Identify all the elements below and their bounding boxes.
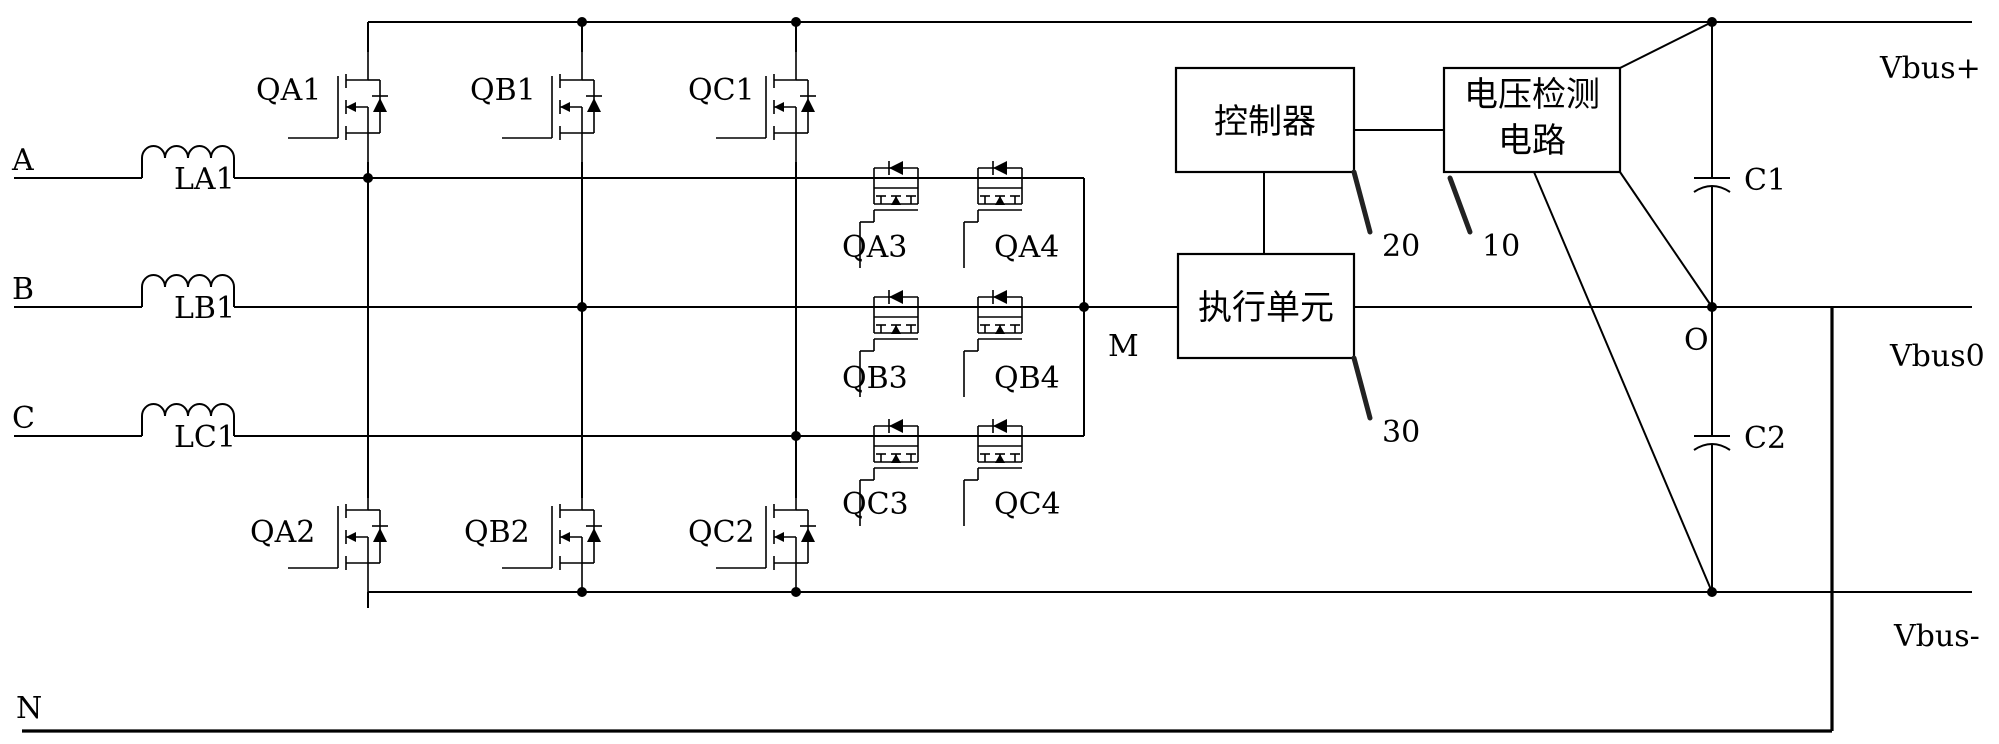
label-qa4: QA4 [994, 230, 1059, 265]
label-qa1: QA1 [256, 73, 321, 108]
label-ref-30: 30 [1382, 415, 1420, 450]
reference-leaders [1351, 169, 1473, 421]
label-qc3: QC3 [842, 487, 909, 522]
control-wiring [1263, 21, 1713, 593]
label-qb4: QB4 [994, 361, 1060, 396]
label-qc4: QC4 [994, 487, 1061, 522]
junction-dots [363, 17, 1717, 597]
executor-block: 执行单元 [1176, 252, 1356, 360]
label-node-o: O [1684, 323, 1709, 358]
label-phase-c: C [12, 401, 35, 436]
controller-label: 控制器 [1214, 102, 1316, 142]
label-phase-a: A [11, 143, 34, 178]
label-c2: C2 [1744, 421, 1786, 456]
label-lb1: LB1 [174, 291, 235, 326]
label-qb1: QB1 [470, 73, 536, 108]
label-vbus-plus: Vbus+ [1879, 51, 1981, 86]
label-la1: LA1 [174, 162, 235, 197]
executor-label: 执行单元 [1198, 288, 1334, 328]
label-node-m: M [1108, 329, 1139, 364]
bus-rails [22, 21, 1972, 733]
bridge-legs [367, 22, 797, 608]
label-ref-10: 10 [1482, 229, 1520, 264]
ac-inputs [14, 145, 1178, 437]
label-lc1: LC1 [174, 420, 236, 455]
voltage-detect-block: 电压检测 电路 [1442, 66, 1622, 174]
label-vbus-minus: Vbus- [1893, 619, 1980, 654]
detector-label-line1: 电压检测 [1464, 75, 1600, 115]
label-phase-b: B [12, 272, 34, 307]
label-qb2: QB2 [464, 515, 530, 550]
label-ref-20: 20 [1382, 229, 1420, 264]
labels: A B C N LA1 LB1 LC1 QA1 QB1 QC1 QA2 QB2 … [11, 51, 1985, 726]
label-qc2: QC2 [688, 515, 755, 550]
controller-block: 控制器 [1174, 66, 1356, 174]
label-c1: C1 [1744, 163, 1786, 198]
label-qa3: QA3 [842, 230, 907, 265]
label-qa2: QA2 [250, 515, 315, 550]
label-vbus-zero: Vbus0 [1889, 339, 1985, 374]
label-neutral: N [16, 691, 42, 726]
label-qc1: QC1 [688, 73, 755, 108]
detector-label-line2: 电路 [1498, 121, 1566, 161]
label-qb3: QB3 [842, 361, 908, 396]
